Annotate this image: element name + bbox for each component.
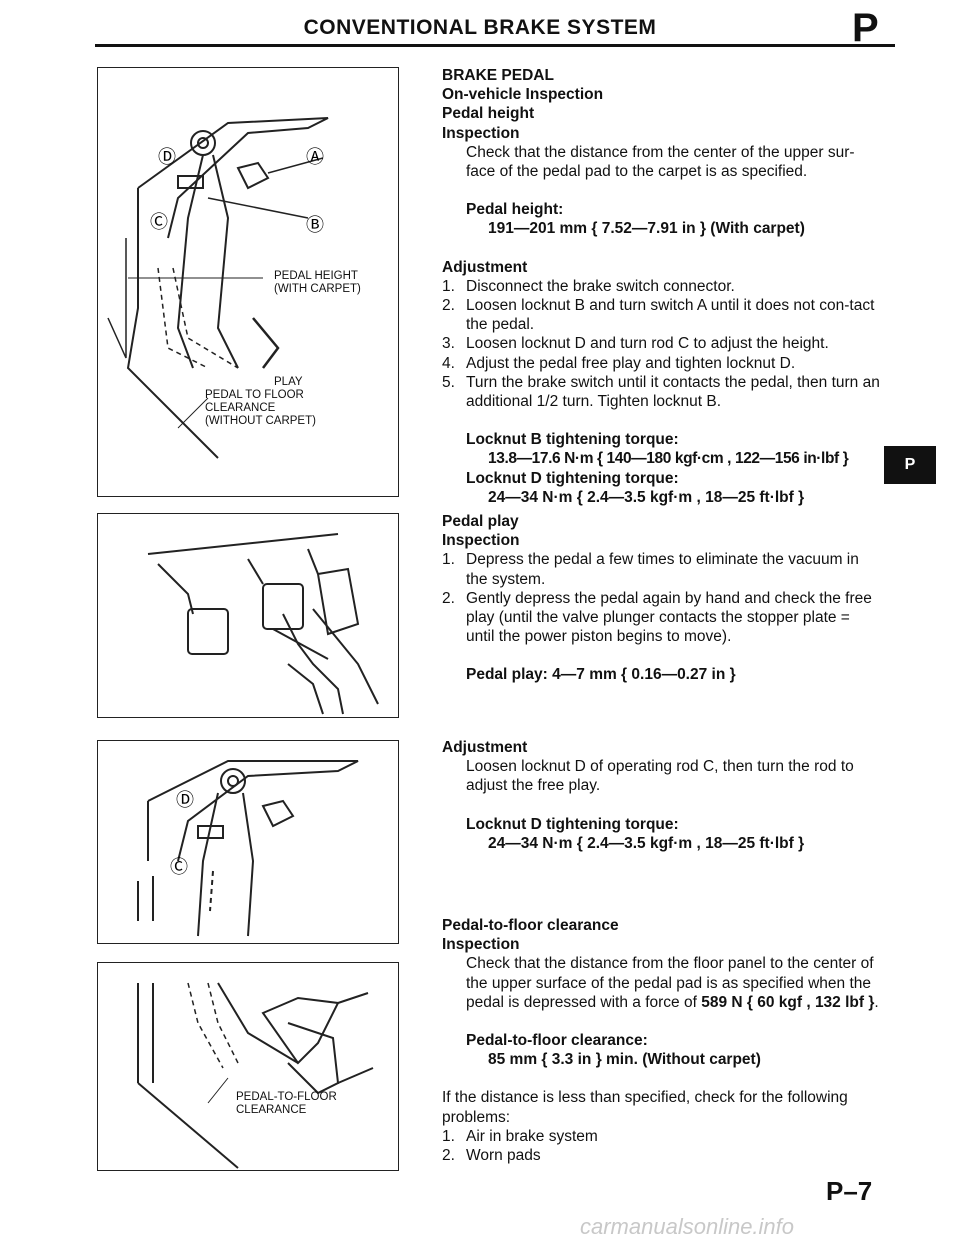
header-rule	[95, 44, 895, 47]
section-title: BRAKE PEDAL	[442, 67, 554, 84]
page-header-title: CONVENTIONAL BRAKE SYSTEM	[303, 16, 657, 39]
torque-value: 24—34 N·m { 2.4—3.5 kgf·m , 18—25 ft·lbf…	[488, 488, 805, 506]
spec-value: Pedal play: 4—7 mm { 0.16—0.27 in }	[466, 666, 736, 684]
list-item: 5.Turn the brake switch until it contact…	[442, 373, 880, 411]
pedal-play-illustration	[147, 533, 379, 715]
page-number: P–7	[826, 1176, 873, 1206]
fig1-label-d: Ⓓ	[158, 147, 176, 167]
subsection-title: Pedal height	[442, 105, 535, 123]
section-pedal-play: Pedal play Inspection 1.Depress the peda…	[442, 512, 882, 685]
fig1-clearance-label: PEDAL TO FLOOR CLEARANCE (WITHOUT CARPET…	[205, 389, 316, 427]
subsection-title: Pedal play	[442, 513, 519, 530]
section-tab: P	[884, 446, 936, 484]
list-item: 2.Loosen locknut B and turn switch A unt…	[442, 297, 875, 334]
subsection-title: Adjustment	[442, 739, 528, 756]
fig1-play-label: PLAY	[274, 376, 303, 388]
list-item: 2.Gently depress the pedal again by hand…	[442, 589, 872, 646]
body-text: Check that the distance from the floor p…	[466, 955, 879, 1011]
list-item: 1.Depress the pedal a few times to elimi…	[442, 551, 859, 588]
section-letter: P	[852, 6, 879, 50]
spec-value: 85 mm { 3.3 in } min. (Without carpet)	[488, 1051, 761, 1069]
adjustment-steps: 1.Disconnect the brake switch connector.…	[442, 277, 882, 411]
list-item: 2.Worn pads	[442, 1147, 541, 1165]
figure-clearance: PEDAL-TO-FLOOR CLEARANCE	[97, 962, 399, 1171]
list-item: 3.Loosen locknut D and turn rod C to adj…	[442, 335, 829, 353]
figure-pedal-play	[97, 513, 399, 718]
torque-value: 13.8—17.6 N·m { 140—180 kgf·cm , 122—156…	[488, 450, 849, 468]
fig3-label-d: Ⓓ	[176, 790, 194, 810]
subsection-title: Inspection	[442, 936, 520, 954]
list-item: 1.Air in brake system	[442, 1127, 598, 1145]
fig3-label-c: Ⓒ	[170, 857, 188, 877]
list-item: 4.Adjust the pedal free play and tighten…	[442, 354, 796, 372]
body-text: Check that the distance from the center …	[466, 143, 855, 181]
subsection-title: Inspection	[442, 532, 520, 550]
subsection-title: Adjustment	[442, 258, 528, 276]
spec-label: Pedal height:	[466, 201, 564, 219]
torque-label: Locknut B tightening torque:	[466, 431, 679, 449]
fig1-label-c: Ⓒ	[150, 212, 168, 232]
list-item: 1.Disconnect the brake switch connector.	[442, 277, 735, 295]
section-play-adjustment: Adjustment Loosen locknut D of operating…	[442, 738, 882, 853]
body-text: Loosen locknut D of operating rod C, the…	[466, 758, 854, 795]
torque-label: Locknut D tightening torque:	[466, 469, 679, 487]
fig4-clearance-label: PEDAL-TO-FLOOR CLEARANCE	[236, 1091, 337, 1116]
problem-list: 1.Air in brake system 2.Worn pads	[442, 1127, 882, 1165]
adjustment-illustration: Ⓓ Ⓒ	[137, 760, 359, 937]
pedal-height-illustration: Ⓓ Ⓒ Ⓐ Ⓑ	[107, 117, 329, 459]
section-clearance: Pedal-to-floor clearance Inspection Chec…	[442, 916, 882, 1165]
pedal-play-steps: 1.Depress the pedal a few times to elimi…	[442, 550, 882, 646]
torque-label: Locknut D tightening torque:	[466, 815, 679, 833]
spec-label: Pedal-to-floor clearance:	[466, 1032, 648, 1050]
spec-value: 191—201 mm { 7.52—7.91 in } (With carpet…	[488, 220, 805, 238]
fig1-label-a: Ⓐ	[306, 147, 324, 167]
torque-value: 24—34 N·m { 2.4—3.5 kgf·m , 18—25 ft·lbf…	[488, 834, 805, 852]
fig1-label-b: Ⓑ	[306, 215, 324, 235]
subsection-title: On-vehicle Inspection	[442, 86, 604, 104]
fig1-pedal-height-label: PEDAL HEIGHT (WITH CARPET)	[274, 270, 361, 295]
subsection-title: Pedal-to-floor clearance	[442, 917, 619, 934]
watermark: carmanualsonline.info	[580, 1214, 795, 1239]
clearance-illustration	[137, 982, 374, 1169]
figure-pedal-height: Ⓓ Ⓒ Ⓐ Ⓑ PEDAL HEIGHT (WITH CARPET) PLAY …	[97, 67, 399, 497]
body-text: If the distance is less than specified, …	[442, 1089, 848, 1126]
subsection-title: Inspection	[442, 124, 520, 142]
section-pedal-height: BRAKE PEDAL On-vehicle Inspection Pedal …	[442, 66, 882, 507]
figure-adjustment: Ⓓ Ⓒ	[97, 740, 399, 944]
